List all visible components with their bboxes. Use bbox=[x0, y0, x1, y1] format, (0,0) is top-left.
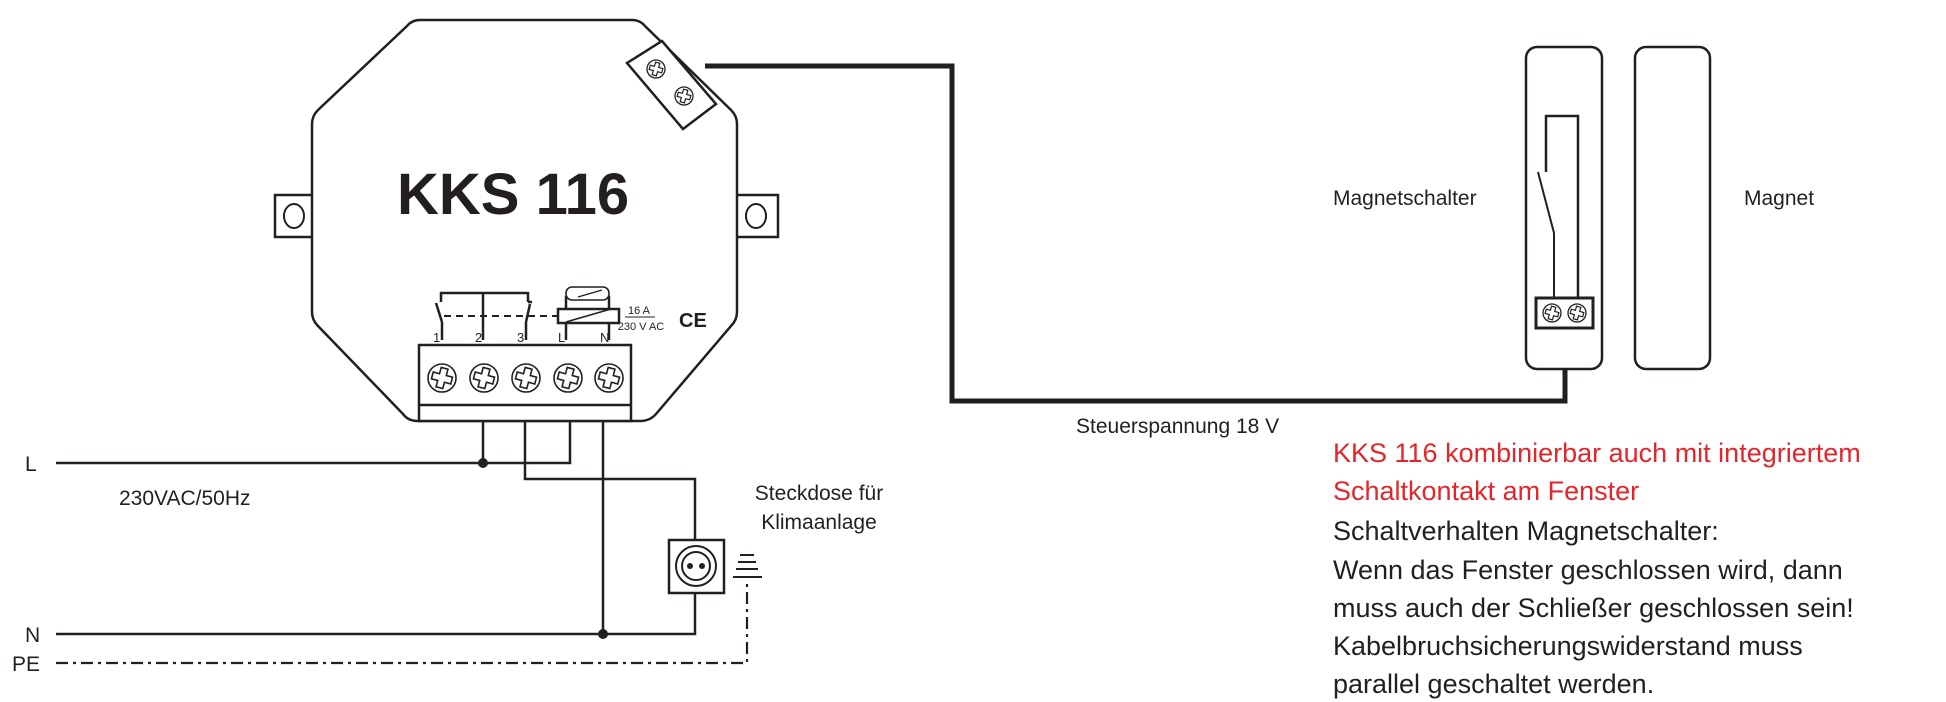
socket-icon bbox=[667, 538, 726, 595]
note-line: Schaltverhalten Magnetschalter: bbox=[1333, 516, 1719, 546]
mains-wiring bbox=[56, 421, 749, 665]
terminal-label-1: 1 bbox=[433, 330, 440, 345]
earth-icon bbox=[733, 554, 762, 578]
note-line: Wenn das Fenster geschlossen wird, dann bbox=[1333, 555, 1843, 585]
magnet-label: Magnet bbox=[1744, 187, 1814, 210]
screw-icon bbox=[469, 363, 499, 393]
neutral-label: N bbox=[25, 624, 40, 647]
mounting-ear-right bbox=[732, 193, 780, 239]
relay-schematic bbox=[434, 286, 621, 340]
earth-label: PE bbox=[12, 653, 40, 676]
terminal-label-2: 2 bbox=[475, 330, 482, 345]
screw-icon bbox=[553, 363, 583, 393]
screw-icon bbox=[427, 363, 457, 393]
note-line: muss auch der Schließer geschlossen sein… bbox=[1333, 593, 1854, 623]
terminal-label-n: N bbox=[600, 330, 609, 345]
control-voltage-label: Steuerspannung 18 V bbox=[1076, 415, 1279, 438]
device-housing bbox=[310, 18, 739, 423]
magnet-switch bbox=[1524, 45, 1604, 371]
control-terminal-block bbox=[625, 39, 718, 131]
terminal-labels: 1 2 3 L N bbox=[433, 330, 609, 345]
notes: KKS 116 kombinierbar auch mit integriert… bbox=[1333, 438, 1861, 699]
note-highlight-line: KKS 116 kombinierbar auch mit integriert… bbox=[1333, 438, 1861, 468]
socket-label-line2: Klimaanlage bbox=[761, 511, 877, 534]
junction-dot bbox=[598, 629, 608, 639]
screw-icon bbox=[674, 86, 694, 106]
line-label: L bbox=[25, 453, 37, 476]
socket-label-line1: Steckdose für bbox=[755, 482, 883, 505]
note-line: parallel geschaltet werden. bbox=[1333, 669, 1654, 699]
screw-icon bbox=[1567, 303, 1587, 323]
rating-current: 16 A bbox=[628, 305, 651, 317]
terminal-label-l: L bbox=[558, 330, 565, 345]
mains-terminal-block bbox=[417, 343, 633, 423]
screw-icon bbox=[594, 363, 624, 393]
screw-icon bbox=[646, 59, 666, 79]
note-line: Kabelbruchsicherungswiderstand muss bbox=[1333, 631, 1803, 661]
ce-mark: CE bbox=[679, 310, 707, 332]
note-highlight-line: Schaltkontakt am Fenster bbox=[1333, 476, 1639, 506]
control-wire bbox=[705, 63, 1568, 404]
device-title: KKS 116 bbox=[397, 162, 629, 227]
screw-icon bbox=[1542, 303, 1562, 323]
junction-dot bbox=[478, 458, 488, 468]
magnet bbox=[1633, 45, 1712, 371]
supply-voltage-label: 230VAC/50Hz bbox=[119, 487, 251, 510]
rating-voltage: 230 V AC bbox=[618, 321, 665, 333]
magnet-switch-label: Magnetschalter bbox=[1333, 187, 1477, 210]
screw-icon bbox=[511, 363, 541, 393]
terminal-label-3: 3 bbox=[517, 330, 524, 345]
mounting-ear-left bbox=[273, 193, 317, 239]
